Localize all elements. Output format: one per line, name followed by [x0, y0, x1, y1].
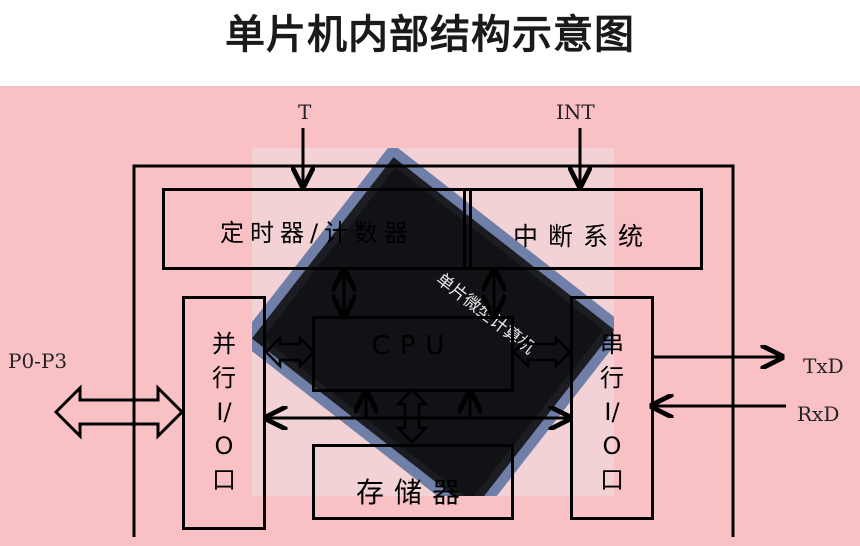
serial-io-char: 行	[600, 364, 624, 392]
timer-counter-label: 定时器/计数器	[219, 219, 415, 247]
parallel-io-char: I/	[216, 398, 232, 426]
rxd-signal-label: RxD	[797, 402, 840, 426]
parallel-io-char: O	[214, 432, 234, 460]
cpu-memory-bus	[394, 388, 430, 444]
parallel-io-block: 并 行 I/ O 口	[182, 296, 266, 530]
int-signal-label: INT	[556, 100, 595, 124]
diagram-title: 单片机内部结构示意图	[225, 12, 635, 58]
pio-cpu-bus	[264, 334, 316, 370]
parallel-io-char: 口	[212, 466, 236, 494]
memory-label: 存储器	[355, 476, 470, 509]
interrupt-system-label: 中断系统	[512, 222, 653, 251]
interrupt-system-block: 中断系统	[463, 188, 703, 270]
timer-counter-block: 定时器/计数器	[162, 188, 472, 270]
cpu-block: CPU	[312, 316, 514, 392]
serial-io-char: 串	[600, 330, 624, 358]
p0p3-signal-label: P0-P3	[8, 349, 68, 373]
cpu-label: CPU	[371, 331, 455, 361]
serial-io-char: O	[602, 432, 622, 460]
mcu-frame	[132, 164, 735, 537]
parallel-io-char: 并	[212, 330, 236, 358]
serial-io-char: 口	[600, 466, 624, 494]
serial-io-char: I/	[604, 398, 620, 426]
parallel-io-char: 行	[212, 364, 236, 392]
memory-block: 存储器	[312, 444, 514, 520]
txd-signal-label: TxD	[803, 354, 844, 378]
cpu-sio-bus	[512, 334, 572, 370]
p0p3-bus	[53, 384, 185, 440]
serial-io-block: 串 行 I/ O 口	[570, 296, 654, 520]
t-signal-label: T	[298, 100, 312, 124]
